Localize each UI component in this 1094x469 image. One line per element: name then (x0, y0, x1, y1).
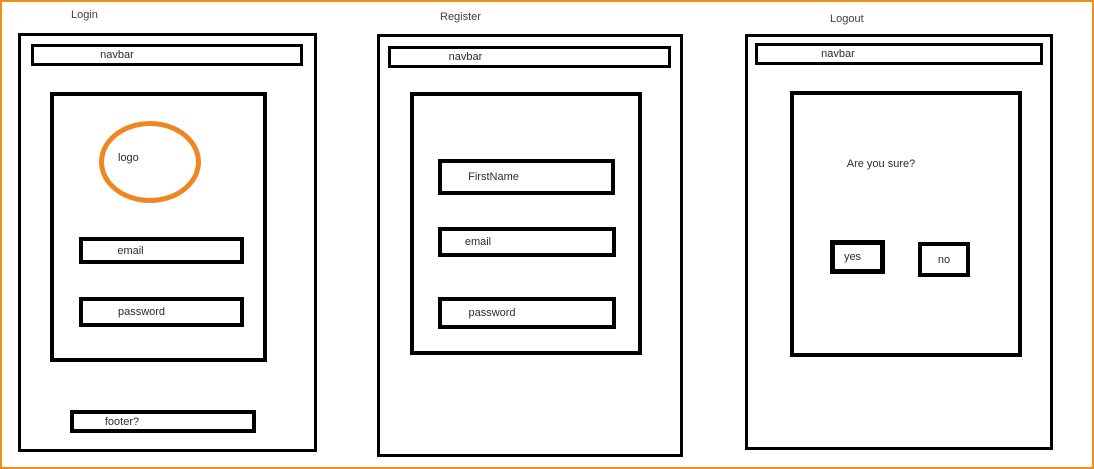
logout-no-label: no (937, 253, 951, 266)
login-email-label: email (117, 244, 144, 257)
logo-ellipse: logo (99, 121, 201, 203)
login-screen-frame: navbar logo email password footer? (18, 33, 317, 452)
logout-no-button[interactable]: no (918, 242, 970, 277)
login-panel-title: Login (71, 9, 98, 21)
login-password-label: password (117, 306, 166, 318)
logout-yes-label: yes (843, 251, 862, 263)
register-navbar: navbar (388, 46, 671, 68)
logout-yes-button[interactable]: yes (830, 240, 885, 274)
register-password-label: password (468, 307, 516, 319)
register-email-label: email (464, 236, 492, 248)
logout-panel-title: Logout (830, 13, 864, 25)
login-email-field[interactable]: email (79, 237, 244, 264)
register-content-box: FirstName email password (410, 92, 642, 355)
login-navbar-label: navbar (100, 49, 134, 61)
register-password-field[interactable]: password (438, 297, 616, 329)
register-firstname-label: FirstName (468, 171, 519, 183)
logout-navbar: navbar (755, 43, 1043, 65)
register-firstname-field[interactable]: FirstName (438, 159, 615, 195)
login-password-field[interactable]: password (79, 297, 244, 327)
register-panel-title: Register (440, 11, 481, 23)
login-footer-box: footer? (70, 410, 256, 433)
logout-confirm-question: Are you sure? (846, 158, 916, 170)
logo-label: logo (118, 152, 139, 164)
login-footer-label: footer? (104, 415, 140, 428)
logout-content-box: Are you sure? yes no (790, 91, 1022, 357)
register-screen-frame: navbar FirstName email password (377, 34, 683, 457)
login-content-box: logo email password (50, 92, 267, 362)
logout-screen-frame: navbar Are you sure? yes no (745, 34, 1053, 450)
login-navbar: navbar (31, 44, 303, 66)
register-email-field[interactable]: email (438, 227, 616, 257)
logout-navbar-label: navbar (821, 48, 855, 60)
register-navbar-label: navbar (448, 51, 483, 63)
